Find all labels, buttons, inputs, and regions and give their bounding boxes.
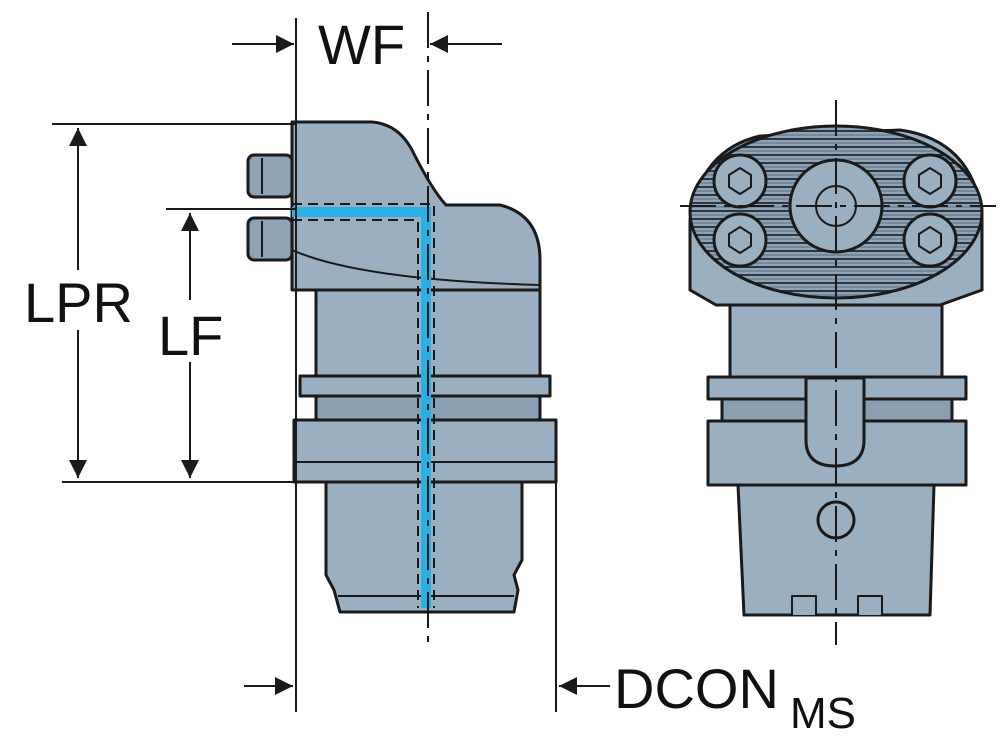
wf-label: WF [318,13,405,76]
dcon-subscript: MS [790,689,856,738]
clamp-screw-upper [246,153,294,199]
coolant-channel [292,203,435,608]
dcon-label: DCON [614,657,779,720]
lpr-label: LPR [24,271,133,334]
drive-notch-left [791,595,817,615]
drive-notch-right [857,595,883,615]
lf-label: LF [158,304,223,367]
lpr-dimension [52,123,296,483]
head-block [290,120,542,292]
side-view [246,120,558,614]
lf-dimension [166,208,296,478]
clamp-screw-lower [246,216,294,262]
head-curve [291,249,541,286]
